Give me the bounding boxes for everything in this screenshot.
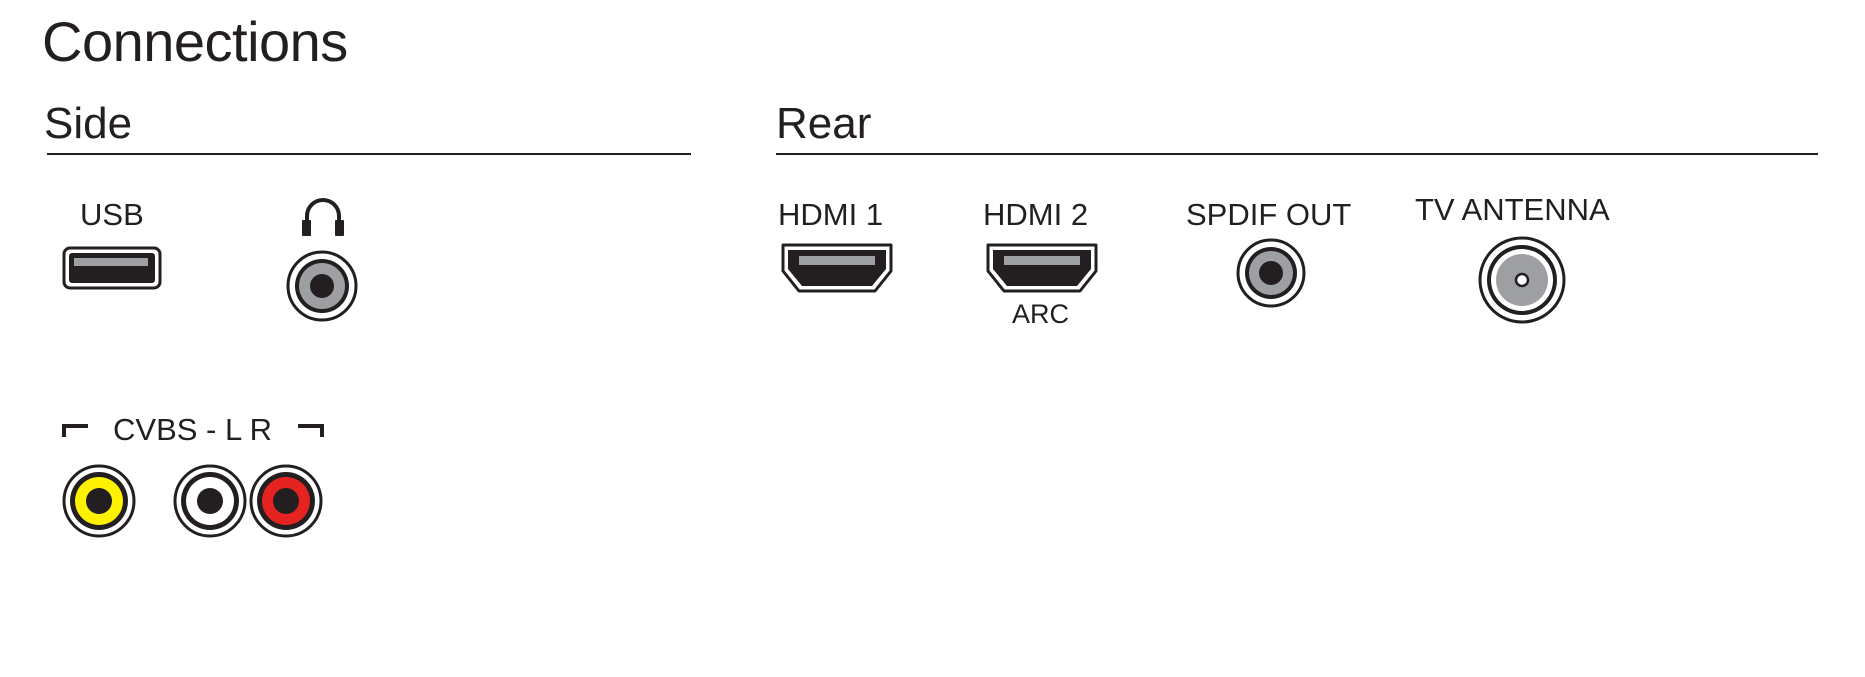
hdmi1-port-icon — [781, 243, 893, 293]
hdmi2-label: HDMI 2 — [983, 197, 1089, 232]
audio-right-red-jack-icon — [249, 464, 323, 538]
page-title: Connections — [42, 10, 348, 73]
av-label: CVBS - L R — [113, 412, 273, 447]
headphone-jack-icon — [286, 250, 358, 322]
audio-left-white-jack-icon — [173, 464, 247, 538]
rear-section-rule — [776, 153, 1818, 155]
tv-antenna-label: TV ANTENNA — [1415, 192, 1610, 227]
hdmi2-arc-label: ARC — [1012, 299, 1070, 329]
rear-section-heading: Rear — [776, 99, 872, 148]
spdif-out-label: SPDIF OUT — [1186, 197, 1352, 232]
cvbs-yellow-jack-icon — [62, 464, 136, 538]
usb-port-icon — [62, 246, 162, 290]
side-section-rule — [47, 153, 691, 155]
headphone-icon — [302, 198, 344, 236]
av-bracket-left-icon — [62, 424, 88, 437]
tv-antenna-socket-icon — [1478, 236, 1566, 324]
hdmi2-port-icon — [986, 243, 1098, 293]
usb-label: USB — [80, 197, 144, 232]
spdif-out-jack-icon — [1236, 238, 1306, 308]
side-section-heading: Side — [44, 99, 133, 148]
av-bracket-right-icon — [298, 424, 324, 437]
hdmi1-label: HDMI 1 — [778, 197, 884, 232]
